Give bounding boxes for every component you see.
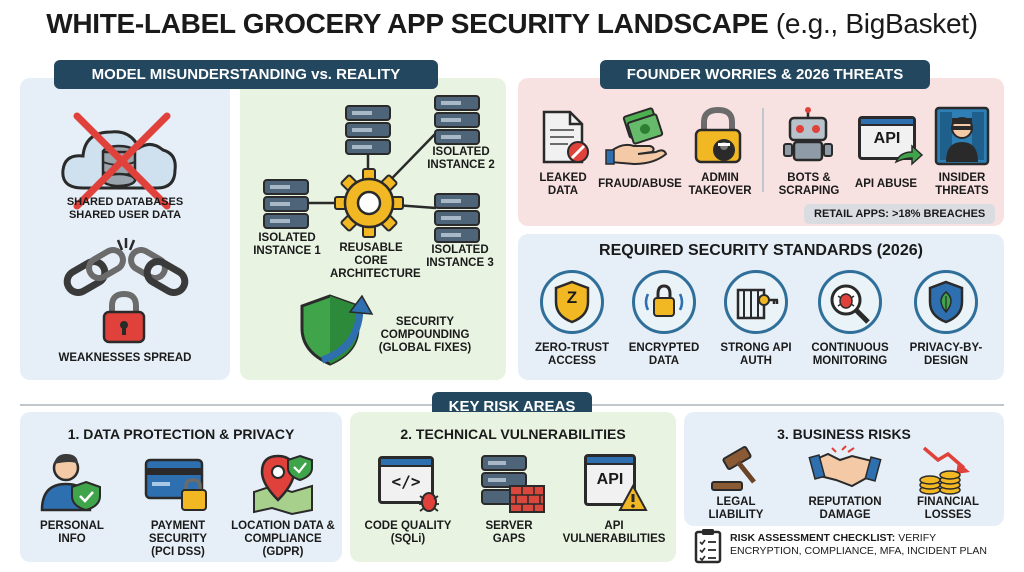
admin-lock-icon	[694, 106, 742, 164]
server-instance3-icon	[434, 193, 480, 243]
zero-trust-shield-icon	[554, 280, 590, 324]
api-doc-icon: API	[584, 454, 636, 506]
checklist-label: RISK ASSESSMENT CHECKLIST:	[730, 532, 896, 544]
title-main: WHITE-LABEL GROCERY APP SECURITY LANDSCA…	[46, 8, 769, 39]
std-label-monitoring: CONTINUOUS MONITORING	[811, 342, 889, 368]
handshake-icon	[808, 445, 882, 488]
instance2-label: ISOLATED INSTANCE 2	[427, 146, 495, 172]
worry-label-leaked: LEAKED DATA	[539, 172, 587, 198]
zero-trust-letter: Z	[566, 288, 578, 307]
tech-vuln-title: 2. TECHNICAL VULNERABILITIES	[400, 426, 626, 442]
hacker-screen-icon	[934, 106, 990, 166]
arrow-icon	[894, 144, 924, 166]
model-badge: MODEL MISUNDERSTANDING vs. REALITY	[54, 60, 438, 89]
risk-label-location: LOCATION DATA & COMPLIANCE (GDPR)	[231, 520, 335, 559]
magnifier-bug-icon	[830, 284, 870, 324]
gavel-icon	[711, 446, 756, 491]
server-instance1-icon	[263, 179, 309, 229]
worry-label-api: API ABUSE	[854, 178, 918, 190]
standards-title: REQUIRED SECURITY STANDARDS (2026)	[599, 242, 923, 259]
risk-label-api: API VULNERABILITIES	[562, 520, 666, 546]
encrypted-lock-icon	[644, 284, 684, 317]
worry-label-bots: BOTS & SCRAPING	[778, 172, 840, 198]
money-hand-icon	[605, 107, 668, 166]
gate-key-icon	[736, 288, 779, 320]
risk-label-payment: PAYMENT SECURITY (PCI DSS)	[148, 520, 208, 559]
std-label-encrypted: ENCRYPTED DATA	[628, 342, 700, 368]
server-top-icon	[345, 105, 391, 155]
worry-label-admin: ADMIN TAKEOVER	[688, 172, 752, 198]
person-shield-icon	[40, 454, 101, 512]
code-window-icon: </>	[378, 456, 434, 504]
core-label: REUSABLE CORE ARCHITECTURE	[330, 242, 421, 281]
clipboard-checklist-icon	[694, 529, 722, 564]
warning-triangle-icon	[618, 483, 648, 511]
checklist-text: RISK ASSESSMENT CHECKLIST: VERIFY ENCRYP…	[730, 532, 1002, 558]
instance3-label: ISOLATED INSTANCE 3	[426, 244, 494, 270]
risk-label-code: CODE QUALITY (SQLi)	[364, 520, 452, 546]
risk-label-server: SERVER GAPS	[485, 520, 533, 546]
server-instance2-icon	[434, 95, 480, 145]
card-lock-icon	[144, 458, 207, 511]
worry-label-fraud: FRAUD/ABUSE	[598, 178, 682, 190]
robot-icon	[783, 107, 833, 162]
std-label-apiauth: STRONG API AUTH	[720, 342, 792, 368]
risk-label-financial: FINANCIAL LOSSES	[917, 496, 979, 522]
checklist-items: VERIFY ENCRYPTION, COMPLIANCE, MFA, INCI…	[730, 532, 987, 558]
map-pin-shield-icon	[253, 454, 313, 516]
risk-label-legal: LEGAL LIABILITY	[708, 496, 764, 522]
risk-label-reputation: REPUTATION DAMAGE	[808, 496, 882, 522]
shield-arrow-icon	[300, 294, 374, 366]
weakness-label: WEAKNESSES SPREAD	[58, 352, 192, 364]
title-sub: (e.g., BigBasket)	[775, 8, 978, 39]
worry-label-insider: INSIDER THREATS	[935, 172, 989, 198]
std-label-privacy: PRIVACY-BY-DESIGN	[909, 342, 983, 368]
worries-badge: FOUNDER WORRIES & 2026 THREATS	[600, 60, 930, 89]
breach-stat-badge: RETAIL APPS: >18% BREACHES	[804, 204, 996, 224]
page-title: WHITE-LABEL GROCERY APP SECURITY LANDSCA…	[0, 8, 1024, 40]
shared-database-cloud-icon	[61, 112, 177, 210]
coins-chart-icon	[919, 446, 970, 495]
worries-panel	[518, 78, 1004, 226]
broken-chain-icon	[63, 238, 189, 296]
worries-divider	[762, 108, 764, 192]
leaked-document-icon	[542, 110, 589, 164]
privacy-shield-leaf-icon	[928, 280, 964, 324]
gear-icon	[334, 168, 404, 238]
data-protection-title: 1. DATA PROTECTION & PRIVACY	[67, 426, 295, 442]
compounding-label: SECURITY COMPOUNDING (GLOBAL FIXES)	[378, 316, 472, 355]
instance1-label: ISOLATED INSTANCE 1	[253, 232, 321, 258]
business-risk-title: 3. BUSINESS RISKS	[777, 426, 911, 442]
red-lock-icon	[102, 290, 146, 344]
bug-icon	[419, 492, 439, 512]
server-wall-icon	[481, 455, 545, 513]
risk-label-personal: PERSONAL INFO	[40, 520, 104, 546]
std-label-zerotrust: ZERO-TRUST ACCESS	[534, 342, 610, 368]
